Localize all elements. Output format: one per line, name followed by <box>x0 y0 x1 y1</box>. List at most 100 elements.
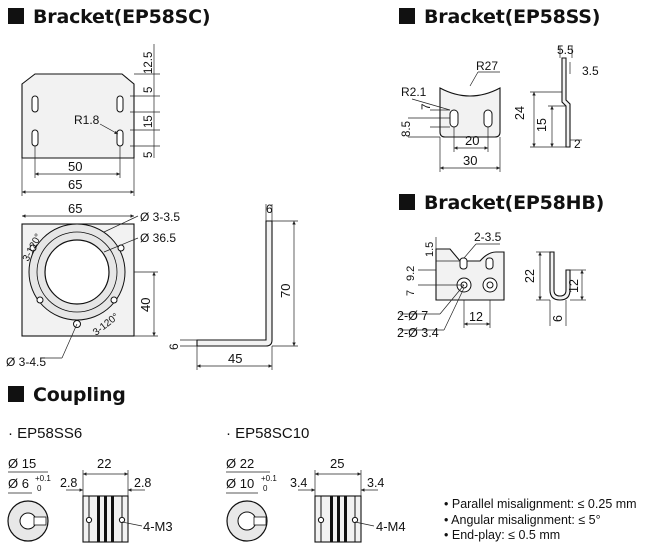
hole-2-3-5: 2-3.5 <box>474 230 502 244</box>
ep58hb-front-view: 1.5 2-3.5 7 9.2 12 2-Ø 7 2-Ø 3.4 <box>397 230 505 340</box>
coupling-screw <box>33 516 47 526</box>
header-ep58hb-label: Bracket(EP58HB) <box>424 192 605 214</box>
set-screw <box>85 516 93 524</box>
od-label: Ø 15 <box>8 456 36 471</box>
dim-15: 15 <box>535 118 549 132</box>
dim-24: 24 <box>513 106 527 120</box>
radius-r27: R27 <box>476 59 498 73</box>
square-bullet-icon <box>399 8 415 24</box>
coupling-model-ss6: · EP58SS6 <box>8 425 83 442</box>
dim-5: 5 <box>143 152 155 158</box>
offset-2-8: 2.8 <box>60 476 77 490</box>
coupling-ss6-end-view: Ø 15 Ø 6 +0.1 0 <box>7 456 51 542</box>
header-coupling-label: Coupling <box>33 384 126 406</box>
dim-70: 70 <box>278 284 293 298</box>
coupling-sc10-side-view: 25 3.4 3.4 4-M4 <box>290 456 406 543</box>
ep58ss-front-view: R27 R2.1 7 8.5 20 30 <box>401 59 501 172</box>
dim-6: 6 <box>167 343 181 350</box>
tol-up: +0.1 <box>35 474 51 483</box>
tol-dn: 0 <box>37 484 42 493</box>
coupling-slit <box>111 496 114 542</box>
hole-3-4-5: Ø 3-4.5 <box>6 355 46 369</box>
ep58sc-front-view: 65 Ø 3-3.5 Ø 36.5 3-120° 3-120° 40 Ø 3-4… <box>6 201 180 369</box>
ep58sc-top-view: 12.5 5 15 5 R1.8 50 65 <box>21 44 160 196</box>
note-text: Angular misalignment: ≤ 5° <box>451 512 601 527</box>
header-ep58hb: Bracket(EP58HB) <box>399 192 604 214</box>
hole-2-d3-4: 2-Ø 3.4 <box>397 326 439 340</box>
hole-3-3-5: Ø 3-3.5 <box>140 210 180 224</box>
dim-50: 50 <box>68 159 82 174</box>
radius-r2-1: R2.1 <box>401 85 427 99</box>
header-ep58ss-label: Bracket(EP58SS) <box>424 6 601 28</box>
header-coupling: Coupling <box>8 384 126 406</box>
coupling-sc10-end-view: Ø 22 Ø 10 +0.1 0 <box>226 456 277 542</box>
slot <box>31 95 39 113</box>
note-text: End-play: ≤ 0.5 mm <box>451 528 561 542</box>
note-item: • End-play: ≤ 0.5 mm <box>444 528 561 542</box>
header-ep58sc: Bracket(EP58SC) <box>8 6 211 28</box>
bore-diameter: Ø 36.5 <box>140 231 176 245</box>
mount-ring-inner <box>36 231 118 313</box>
dim-65: 65 <box>68 177 82 192</box>
coupling-slit <box>337 496 340 542</box>
dim-5: 5 <box>143 87 155 93</box>
slot <box>31 129 39 147</box>
dim-3-5: 3.5 <box>582 64 599 78</box>
coupling-slit <box>344 496 347 542</box>
set-screw <box>317 516 325 524</box>
ep58hb-plate <box>435 248 505 301</box>
dim-15: 15 <box>143 115 155 128</box>
slot <box>459 257 468 270</box>
ep58hb-u-profile <box>549 251 571 301</box>
square-bullet-icon <box>8 386 24 402</box>
coupling-ss6-side-view: 22 2.8 2.8 4-M3 <box>60 456 173 543</box>
coupling-slit <box>97 496 100 542</box>
dim-5-5: 5.5 <box>557 43 574 57</box>
dim-40: 40 <box>138 298 153 312</box>
offset-2-8: 2.8 <box>134 476 151 490</box>
coupling-screw <box>253 516 267 526</box>
ep58sc-side-view: 6 70 6 45 <box>167 202 298 370</box>
offset-3-4: 3.4 <box>290 476 307 490</box>
bore <box>44 239 110 305</box>
coupling-model-ss6-label: EP58SS6 <box>17 425 83 442</box>
mount-hole <box>110 296 118 304</box>
slot <box>116 129 124 147</box>
tol-up: +0.1 <box>261 474 277 483</box>
dim-22: 22 <box>523 269 537 283</box>
coupling-model-sc10: · EP58SC10 <box>226 425 310 442</box>
dim-6: 6 <box>266 202 273 216</box>
square-bullet-icon <box>8 8 24 24</box>
hole-2-d7: 2-Ø 7 <box>397 309 428 323</box>
dim-30: 30 <box>463 153 477 168</box>
mount-hole-inner <box>486 281 494 289</box>
length-25: 25 <box>330 456 344 471</box>
coupling-notes: • Parallel misalignment: ≤ 0.25 mm • Ang… <box>444 497 637 544</box>
l-bracket <box>196 220 273 347</box>
note-item: • Angular misalignment: ≤ 5° <box>444 512 601 527</box>
slot <box>116 95 124 113</box>
dim-7: 7 <box>405 290 417 296</box>
coupling-bore <box>19 512 37 530</box>
offset-3-4: 3.4 <box>367 476 384 490</box>
slot <box>483 109 493 128</box>
id-label: Ø 6 <box>8 476 29 491</box>
coupling-slit <box>104 496 107 542</box>
dim-6: 6 <box>551 315 565 322</box>
mount-hole <box>36 296 44 304</box>
ep58hb-side-view: 22 12 6 <box>523 251 586 326</box>
dim-8-5: 8.5 <box>401 121 413 137</box>
ep58ss-profile <box>561 57 571 148</box>
coupling-bore <box>237 511 257 531</box>
dim-12: 12 <box>567 279 581 293</box>
ep58ss-side-view: 5.5 3.5 24 15 2 <box>513 43 599 151</box>
tol-dn: 0 <box>263 484 268 493</box>
header-ep58ss: Bracket(EP58SS) <box>399 6 600 28</box>
dim-7: 7 <box>421 104 433 110</box>
radius-label: R1.8 <box>74 113 100 127</box>
dim-1-5: 1.5 <box>424 242 436 257</box>
screw-4-m3: 4-M3 <box>143 519 173 534</box>
slot <box>485 257 494 270</box>
coupling-slit <box>330 496 333 542</box>
